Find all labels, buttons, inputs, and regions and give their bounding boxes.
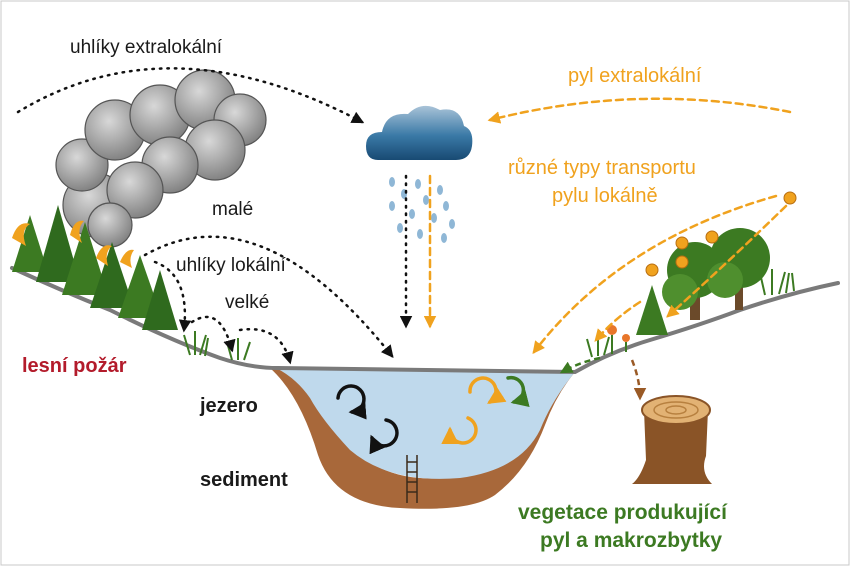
circulation-orange-icon — [468, 376, 507, 404]
circulation-black-icon-2 — [369, 418, 399, 455]
rain-cloud-icon — [366, 105, 473, 160]
arrow-charcoal-local-mid — [153, 260, 192, 333]
sediment-fill — [270, 368, 575, 509]
arrow-macrofossils — [559, 356, 601, 374]
circulation-orange-icon-2 — [441, 416, 478, 445]
label-vegetation-line2: pyl a makrozbytky — [540, 529, 723, 552]
label-forest-fire: lesní požár — [22, 355, 127, 377]
arrow-pollen-local-1 — [532, 194, 778, 354]
circulation-green-icon — [506, 375, 530, 408]
arrow-pollen-local-2 — [666, 204, 788, 318]
arrow-pollen-extralocal — [487, 97, 792, 124]
label-small: malé — [212, 199, 254, 220]
label-local-transport-line1: různé typy transportu — [508, 157, 696, 179]
raindrops-icon — [389, 177, 455, 243]
label-local-transport-line2: pylu lokálně — [552, 185, 658, 207]
sediment-core — [406, 455, 418, 503]
label-charcoal-local: uhlíky lokální — [176, 255, 286, 276]
arrow-charcoal-local-small — [143, 235, 394, 358]
smoke-cloud-icon — [55, 69, 267, 248]
label-lake: jezero — [200, 395, 258, 417]
label-charcoal-extralocal: uhlíky extralokální — [70, 37, 223, 58]
arrow-charcoal-extralocal — [16, 67, 365, 124]
tree-stump-icon — [632, 395, 712, 484]
arrow-charcoal-large-1 — [190, 315, 236, 353]
label-sediment: sediment — [200, 469, 288, 491]
pollen-grains-icon — [645, 191, 797, 277]
arrow-charcoal-large-2 — [238, 327, 294, 365]
label-large: velké — [225, 292, 270, 313]
label-pollen-extralocal: pyl extralokální — [568, 65, 702, 87]
label-vegetation-line1: vegetace produkující — [518, 501, 727, 524]
arrow-pollen-local-3 — [594, 300, 642, 342]
burning-forest-icon — [12, 205, 178, 330]
arrow-to-stump — [630, 359, 647, 401]
circulation-black-icon — [336, 384, 367, 420]
